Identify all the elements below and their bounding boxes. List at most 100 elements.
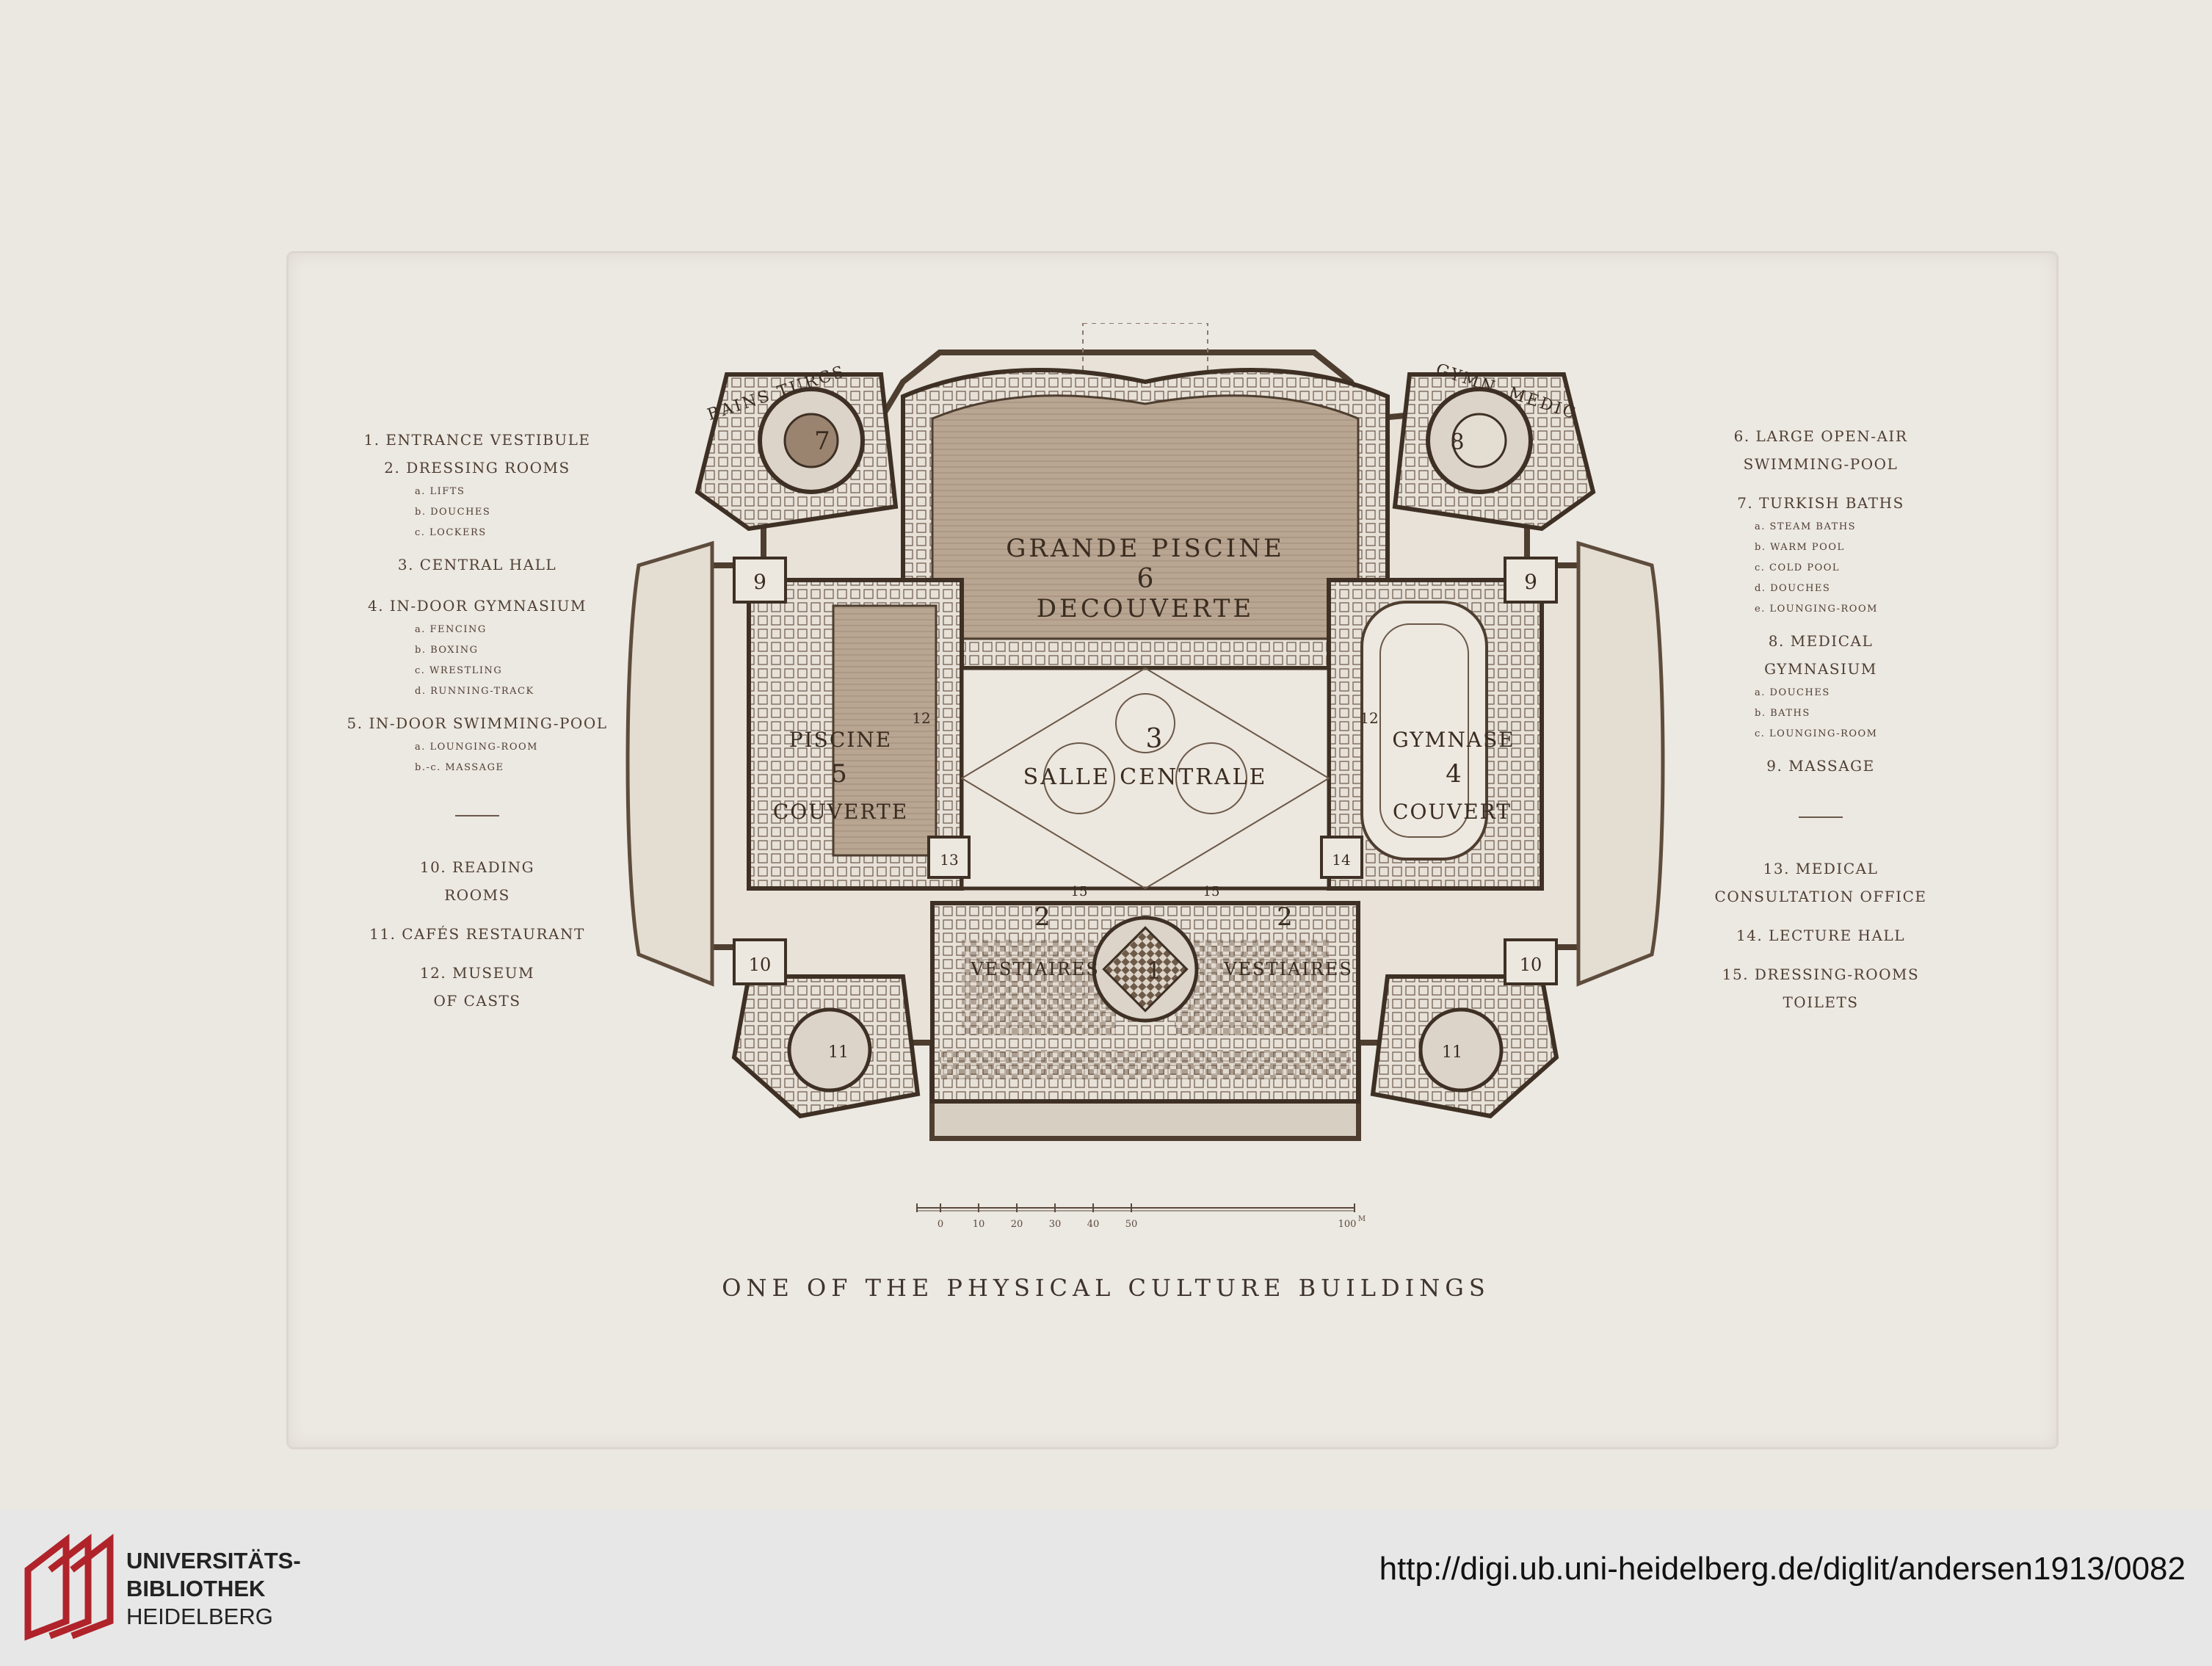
scale-tick: 40 <box>1087 1219 1100 1230</box>
legend-item-11: 11. CAFÉS RESTAURANT <box>369 925 585 943</box>
legend-subitems-4: a. FENCING b. BOXING c. WRESTLING d. RUN… <box>345 620 609 702</box>
scale-unit: M <box>1358 1215 1366 1223</box>
scale-tick: 10 <box>973 1219 985 1230</box>
label-num-10-right: 10 <box>1520 955 1542 975</box>
legend-subitem: a. DOUCHES <box>1755 687 1830 698</box>
label-couvert: COUVERT <box>1393 800 1512 824</box>
legend-subitems-7: a. STEAM BATHS b. WARM POOL c. COLD POOL… <box>1689 517 1953 620</box>
legend-subitem: b. WARM POOL <box>1755 542 1845 553</box>
legend-subitem: e. LOUNGING-ROOM <box>1755 604 1878 615</box>
legend-subitem: c. LOCKERS <box>415 527 487 538</box>
piscine-couverte <box>747 578 964 891</box>
label-num-11-left: 11 <box>828 1043 849 1062</box>
small-rooms <box>733 557 1558 985</box>
label-piscine: PISCINE <box>789 728 893 752</box>
legend-divider <box>1799 816 1843 818</box>
legend-subitem: a. STEAM BATHS <box>1755 521 1857 532</box>
label-num-4: 4 <box>1446 759 1462 789</box>
legend-subitem: b. BATHS <box>1755 708 1810 719</box>
legend-item-7: 7. TURKISH BATHS <box>1737 494 1904 512</box>
legend-item-14: 14. LECTURE HALL <box>1736 927 1905 944</box>
label-num-5: 5 <box>831 759 847 789</box>
scale-tick: 50 <box>1125 1219 1138 1230</box>
legend-item-13-cont: CONSULTATION OFFICE <box>1714 888 1927 905</box>
grande-piscine <box>901 368 1390 670</box>
salle-centrale <box>960 666 1331 891</box>
scale-tick: 0 <box>938 1219 943 1230</box>
label-grande-piscine: GRANDE PISCINE <box>1006 534 1285 563</box>
scale-tick: 30 <box>1049 1219 1062 1230</box>
turkish-baths-rotunda <box>695 372 899 532</box>
label-vestiaires-right: VESTIAIRES <box>1223 959 1353 979</box>
footer-bar <box>0 1510 2212 1666</box>
gymnase-couvert <box>1327 578 1544 891</box>
label-num-14: 14 <box>1332 851 1350 869</box>
legend-item-12: 12. MUSEUM <box>419 964 535 982</box>
legend-item-5: 5. IN-DOOR SWIMMING-POOL <box>347 714 608 732</box>
label-num-15-right: 15 <box>1203 884 1220 899</box>
legend-item-15: 15. DRESSING-ROOMS <box>1722 966 1920 983</box>
legend-item-8-cont: GYMNASIUM <box>1764 660 1877 678</box>
legend-item-2: 2. DRESSING ROOMS <box>384 459 570 477</box>
legend-subitem: d. RUNNING-TRACK <box>415 686 534 697</box>
legend-item-15-cont: TOILETS <box>1783 993 1859 1011</box>
label-salle-centrale: SALLE CENTRALE <box>1023 764 1268 790</box>
medical-gym-rotunda <box>1392 372 1596 532</box>
label-num-2-left: 2 <box>1034 902 1051 932</box>
source-url-link[interactable]: http://digi.ub.uni-heidelberg.de/diglit/… <box>1379 1551 2186 1587</box>
scale-bar: 0 10 20 30 40 50 100 M <box>916 1203 1366 1230</box>
legend-subitem: c. WRESTLING <box>415 665 503 676</box>
legend-item-6-cont: SWIMMING-POOL <box>1743 455 1899 473</box>
scale-tick: 20 <box>1011 1219 1023 1230</box>
label-num-10-left: 10 <box>749 955 772 975</box>
legend-subitem: a. LOUNGING-ROOM <box>415 742 538 753</box>
library-name: UNIVERSITÄTS- BIBLIOTHEK HEIDELBERG <box>126 1547 301 1631</box>
vestiaires-block <box>930 901 1360 1104</box>
label-num-15-left: 15 <box>1071 884 1088 899</box>
label-decouverte: DECOUVERTE <box>1037 594 1255 623</box>
label-num-6: 6 <box>1137 564 1154 594</box>
label-num-12-right: 12 <box>1360 709 1378 727</box>
cafe-rotunda-right <box>1370 974 1559 1119</box>
label-num-8: 8 <box>1450 430 1464 455</box>
legend-subitem: b. DOUCHES <box>415 507 491 518</box>
label-num-9-right: 9 <box>1524 570 1537 594</box>
plan-labels: GRANDE PISCINE 6 DECOUVERTE 3 SALLE CENT… <box>706 361 1580 1062</box>
legend-item-6: 6. LARGE OPEN-AIR <box>1733 427 1908 445</box>
library-name-line1: UNIVERSITÄTS- <box>126 1548 301 1573</box>
legend-right: 6. LARGE OPEN-AIR SWIMMING-POOL 7. TURKI… <box>1689 422 1953 1016</box>
label-num-1: 1 <box>1147 957 1161 985</box>
legend-item-9: 9. MASSAGE <box>1766 757 1875 775</box>
legend-subitem: d. DOUCHES <box>1755 583 1831 594</box>
label-num-13: 13 <box>940 851 958 869</box>
legend-item-4: 4. IN-DOOR GYMNASIUM <box>367 597 587 615</box>
label-gymnase: GYMNASE <box>1392 728 1515 752</box>
label-num-12-left: 12 <box>912 709 930 727</box>
legend-item-8: 8. MEDICAL <box>1768 632 1874 650</box>
legend-item-12-cont: OF CASTS <box>433 992 521 1010</box>
legend-subitem: b.-c. MASSAGE <box>415 762 504 773</box>
legend-item-10: 10. READING <box>419 858 535 876</box>
legend-subitem: c. LOUNGING-ROOM <box>1755 728 1878 739</box>
label-num-2-right: 2 <box>1277 902 1293 932</box>
legend-subitem: a. LIFTS <box>415 486 465 497</box>
scanned-page: 1. ENTRANCE VESTIBULE 2. DRESSING ROOMS … <box>286 251 2059 1449</box>
legend-subitem: a. FENCING <box>415 624 487 635</box>
library-logo-icon <box>24 1533 114 1641</box>
library-name-line3: HEIDELBERG <box>126 1604 273 1629</box>
label-vestiaires-left: VESTIAIRES <box>970 959 1100 979</box>
legend-subitems-5: a. LOUNGING-ROOM b.-c. MASSAGE <box>345 737 609 778</box>
label-num-3: 3 <box>1146 724 1163 754</box>
legend-divider <box>455 815 499 816</box>
label-num-11-right: 11 <box>1442 1043 1462 1062</box>
legend-left: 1. ENTRANCE VESTIBULE 2. DRESSING ROOMS … <box>345 426 609 1015</box>
legend-subitem: b. BOXING <box>415 645 479 656</box>
label-num-7: 7 <box>814 427 830 456</box>
legend-item-13: 13. MEDICAL <box>1763 860 1879 877</box>
legend-subitems-8: a. DOUCHES b. BATHS c. LOUNGING-ROOM <box>1689 683 1953 745</box>
legend-item-3: 3. CENTRAL HALL <box>397 556 557 573</box>
library-name-line2: BIBLIOTHEK <box>126 1576 266 1601</box>
scale-tick: 100 <box>1338 1219 1357 1230</box>
legend-subitems-2: a. LIFTS b. DOUCHES c. LOCKERS <box>345 482 609 543</box>
cafe-rotunda-left <box>731 974 921 1119</box>
